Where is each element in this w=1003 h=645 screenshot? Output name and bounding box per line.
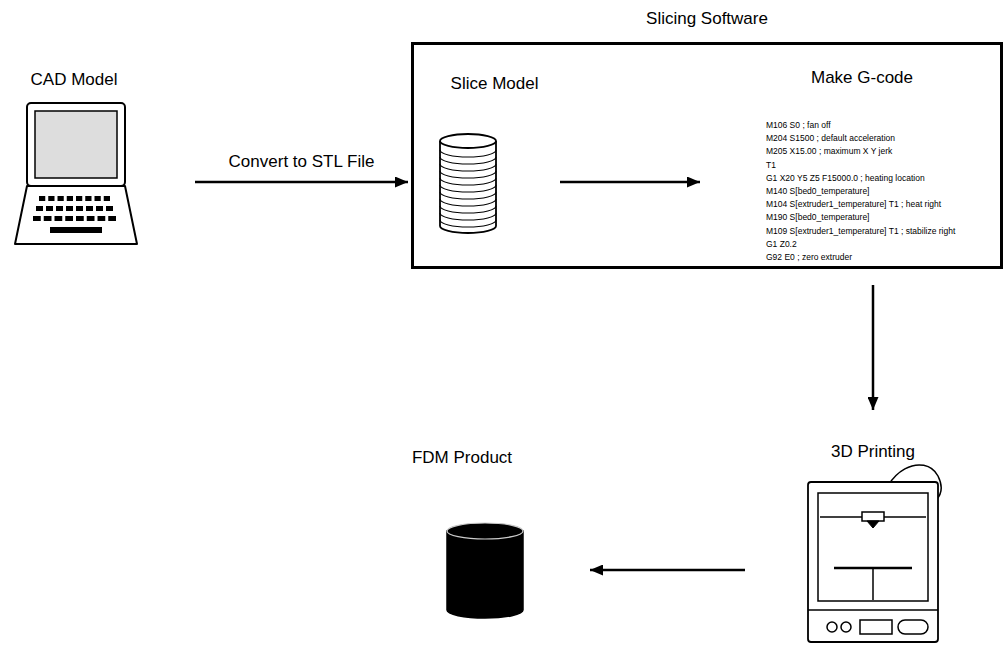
laptop-key <box>106 206 113 211</box>
flow-arrow <box>872 285 875 410</box>
laptop-screen <box>35 111 117 178</box>
laptop-key <box>36 206 43 211</box>
printer-panel-line <box>808 609 938 611</box>
product-body <box>447 531 523 618</box>
laptop-key <box>95 196 101 201</box>
laptop-key <box>65 216 73 221</box>
printer-window <box>818 493 928 601</box>
stage-figure: CAD Model <box>8 62 140 248</box>
laptop-key <box>108 216 116 221</box>
sliced-cylinder-icon <box>440 134 496 233</box>
stage-title: Slicing Software <box>414 9 1000 29</box>
gcode-line: M204 S1500 ; default acceleration <box>766 132 895 144</box>
gcode-line: M140 S[bed0_temperature] <box>766 185 869 197</box>
gcode-line: M104 S[extruder1_temperature] T1 ; heat … <box>766 198 941 210</box>
printer-icon <box>808 465 941 642</box>
printer-bed <box>834 567 912 570</box>
product-top <box>447 523 523 539</box>
gcode-line: G1 X20 Y5 Z5 F15000.0 ; heating location <box>766 172 925 184</box>
flow-arrow <box>195 181 408 184</box>
laptop-key <box>39 196 45 201</box>
laptop-base <box>15 186 137 244</box>
gcode-line: M190 S[bed0_temperature] <box>766 211 869 223</box>
stage-figure: 3D Printing <box>800 412 946 643</box>
laptop-lid <box>27 103 125 186</box>
laptop-key <box>98 216 106 221</box>
laptop-icon <box>15 103 137 244</box>
laptop-key <box>104 196 110 201</box>
laptop-key <box>46 206 53 211</box>
laptop-key <box>87 216 95 221</box>
printer-frame <box>808 482 938 642</box>
printer-knob <box>841 622 851 632</box>
printer-knob <box>827 622 837 632</box>
gcode-line: M109 S[extruder1_temperature] T1 ; stabi… <box>766 225 955 237</box>
gcode-line: M205 X15.00 ; maximum X Y jerk <box>766 145 892 157</box>
gcode-line: T1 <box>766 159 776 171</box>
laptop-key <box>58 196 64 201</box>
laptop-key <box>56 206 63 211</box>
laptop-key <box>96 206 103 211</box>
cylinder-side <box>440 141 496 233</box>
printer-button <box>898 620 928 634</box>
printer-extruder <box>862 512 884 521</box>
laptop-key <box>76 196 82 201</box>
laptop-key <box>85 196 91 201</box>
laptop-key <box>55 216 63 221</box>
stage-figure: Slice Model <box>432 70 557 240</box>
slice-line <box>440 185 496 192</box>
laptop-key <box>66 206 73 211</box>
stage-figure: FDM Product <box>392 440 532 630</box>
slice-line <box>440 213 496 220</box>
laptop-key <box>50 227 102 233</box>
laptop-key <box>76 206 83 211</box>
stage-title: Make G-code <box>703 68 999 88</box>
gcode-line: G92 E0 ; zero extruder <box>766 251 852 263</box>
slice-line <box>440 220 496 227</box>
laptop-key <box>48 196 54 201</box>
slice-line <box>440 178 496 185</box>
cylinder-top <box>440 134 496 148</box>
laptop-key <box>76 216 84 221</box>
product-cylinder-icon <box>447 523 523 618</box>
slice-line <box>440 199 496 206</box>
laptop-key <box>86 206 93 211</box>
stage-title: CAD Model <box>8 70 140 90</box>
flow-arrow <box>560 181 700 184</box>
printer-display <box>860 620 892 634</box>
gcode-line: M106 S0 ; fan off <box>766 119 831 131</box>
stage-title: Slice Model <box>432 74 557 94</box>
laptop-key <box>33 216 41 221</box>
slice-line <box>440 164 496 171</box>
stage-title: 3D Printing <box>800 442 946 462</box>
slice-line <box>440 150 496 157</box>
stage-title: FDM Product <box>392 448 532 468</box>
slice-line <box>440 206 496 213</box>
arrow-label: Convert to STL File <box>227 152 377 172</box>
laptop-key <box>44 216 52 221</box>
printer-bed-post <box>872 569 874 600</box>
slice-line <box>440 171 496 178</box>
printer-nozzle <box>867 521 879 528</box>
gcode-line: G1 Z0.2 <box>766 238 797 250</box>
laptop-key <box>67 196 73 201</box>
slice-line <box>440 192 496 199</box>
slice-line <box>440 157 496 164</box>
flow-arrow <box>590 569 745 572</box>
